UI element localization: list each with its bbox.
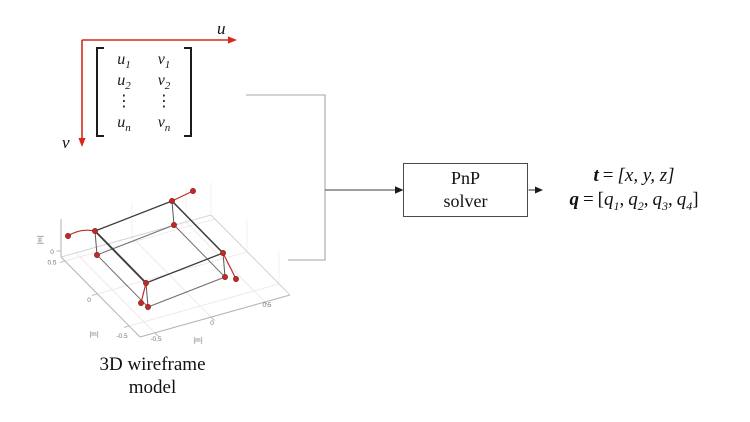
pnp-output-arrowhead-icon bbox=[535, 186, 543, 194]
uv-axes bbox=[78, 36, 237, 147]
matrix-cell: un bbox=[117, 114, 131, 135]
left-axis-label: [m] bbox=[89, 331, 98, 338]
uv-point-matrix: u1 v1 u2 v2 ⋮ ⋮ un vn bbox=[96, 47, 192, 137]
z-tick-0: 0 bbox=[50, 249, 54, 256]
wireframe-plot: 0 0.5 0 -0.5 -0.5 0 0.5 [m] [m] [m] bbox=[37, 182, 291, 344]
quaternion-equation: q=[q1,q2,q3,q4] bbox=[569, 189, 699, 213]
plot-tick-marks bbox=[56, 250, 269, 337]
left-tick-0: 0 bbox=[87, 297, 91, 304]
z-axis-label: [m] bbox=[37, 235, 44, 244]
right-tick-05: 0.5 bbox=[262, 302, 271, 309]
plot-tick-labels: 0 0.5 0 -0.5 -0.5 0 0.5 bbox=[47, 249, 271, 343]
u-axis-label: u bbox=[217, 19, 226, 38]
plot-caption: 3D wireframe model bbox=[75, 353, 230, 399]
pnp-solver-line1: PnP bbox=[450, 168, 481, 188]
pnp-output-equations: t=[x, y, z] q=[q1,q2,q3,q4] bbox=[548, 164, 720, 212]
pnp-solver-line2: solver bbox=[443, 191, 488, 211]
right-tick-0: 0 bbox=[210, 320, 214, 327]
plot-caption-line2: model bbox=[128, 377, 177, 398]
matrix-right-bracket-icon bbox=[184, 47, 192, 137]
matrix-cell: vn bbox=[157, 114, 171, 135]
plot-axis-labels: [m] [m] [m] bbox=[37, 235, 203, 344]
left-tick-05: 0.5 bbox=[47, 260, 56, 267]
matrix-cell: u2 bbox=[117, 72, 131, 93]
feature-points bbox=[65, 188, 239, 310]
matrix-cell: v2 bbox=[157, 72, 171, 93]
u-axis-arrowhead-icon bbox=[228, 36, 237, 44]
connector-lines bbox=[246, 94, 543, 261]
merge-connector-path bbox=[246, 94, 326, 261]
matrix-cell: u1 bbox=[117, 51, 131, 72]
matrix-cell: v1 bbox=[157, 51, 171, 72]
matrix-entries: u1 v1 u2 v2 ⋮ ⋮ un vn bbox=[104, 47, 184, 137]
matrix-cell-ellipsis: ⋮ bbox=[156, 93, 172, 110]
v-axis-label: v bbox=[62, 133, 70, 152]
pnp-solver-box: PnP solver bbox=[403, 163, 528, 217]
v-axis-arrowhead-icon bbox=[78, 138, 86, 147]
right-tick-neg05: -0.5 bbox=[150, 336, 162, 343]
pnp-input-arrowhead-icon bbox=[395, 186, 404, 194]
wireframe-box-vertical-edges bbox=[94, 200, 226, 308]
wireframe-box-top-face bbox=[94, 200, 224, 284]
right-axis-label: [m] bbox=[193, 337, 202, 344]
matrix-left-bracket-icon bbox=[96, 47, 104, 137]
translation-equation: t=[x, y, z] bbox=[593, 165, 675, 186]
left-tick-neg05: -0.5 bbox=[116, 333, 128, 340]
matrix-cell-ellipsis: ⋮ bbox=[116, 93, 132, 110]
plot-caption-line1: 3D wireframe bbox=[99, 354, 206, 375]
